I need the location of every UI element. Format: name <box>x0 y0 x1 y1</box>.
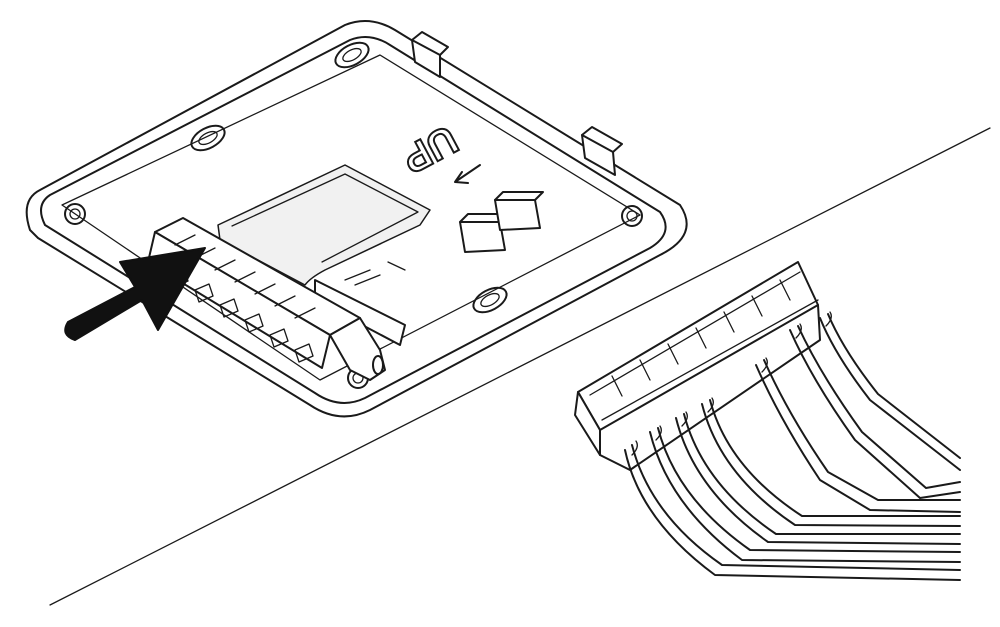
screw-slot-top <box>334 41 370 69</box>
insert-direction-arrow-icon <box>64 247 206 341</box>
up-direction-arrow-icon <box>454 164 481 184</box>
wire-6 <box>789 325 961 499</box>
connector-ridge <box>589 271 819 421</box>
detached-wire-connector <box>574 261 961 581</box>
screw-slot-bottom <box>472 286 508 314</box>
terminal-block-side-hinge <box>329 317 386 381</box>
mount-hole-left <box>64 203 86 225</box>
rear-clip-right-top <box>581 126 623 153</box>
connector-bottom-edge <box>599 304 821 471</box>
connector-top <box>577 261 819 431</box>
terminal-block-ribs <box>174 234 316 319</box>
latch-front <box>459 213 509 253</box>
rear-clip-right <box>581 134 616 176</box>
wire-7 <box>819 313 961 471</box>
wire-4 <box>701 399 961 527</box>
surface-edge-line <box>49 127 991 606</box>
mount-hole-right <box>621 205 643 227</box>
rear-clip-left <box>411 39 441 78</box>
connector-ribs <box>611 279 791 397</box>
wiring-cutout <box>217 164 431 286</box>
wire-1 <box>624 444 961 581</box>
terminal-block-ports <box>169 268 314 363</box>
screw-slot-left <box>190 124 226 152</box>
wall-mounting-plate: UP <box>25 20 688 418</box>
wire-2 <box>649 427 961 563</box>
plate-floor-edge <box>61 54 641 381</box>
wire-bundle <box>624 311 961 581</box>
wire-5 <box>755 359 961 513</box>
rear-clip-left-top <box>411 31 449 56</box>
wire-ends <box>631 311 832 456</box>
hinge-pin <box>372 355 384 375</box>
wire-3 <box>675 413 961 545</box>
wiring-cutout-inner <box>231 173 419 263</box>
plate-inner-rim <box>40 35 667 404</box>
plate-tab-slots <box>344 261 406 286</box>
latch-back <box>494 191 544 231</box>
